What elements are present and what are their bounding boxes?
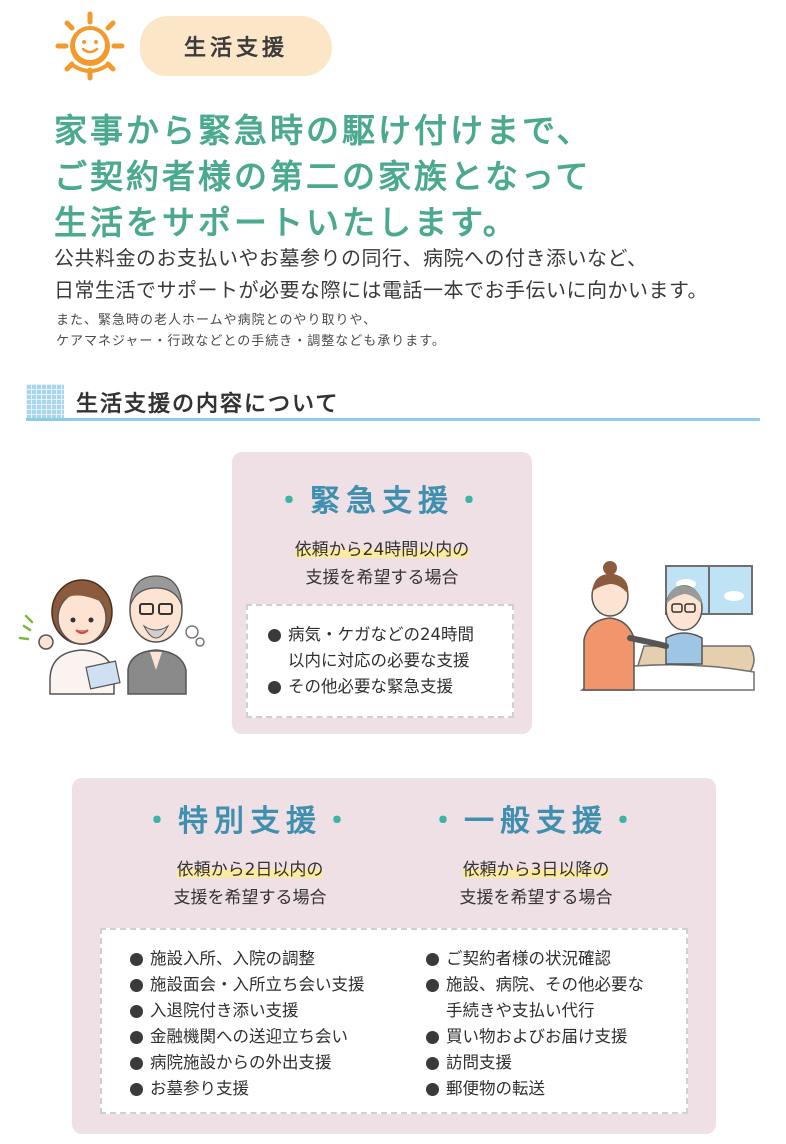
list-item: 訪問支援 [424, 1050, 644, 1076]
headline: 家事から緊急時の駆け付けまで、 ご契約者様の第二の家族となって 生活をサポートい… [54, 111, 593, 242]
general-items: ご契約者様の状況確認 施設、病院、その他必要な手続きや支払い代行 買い物およびお… [424, 946, 644, 1102]
category-badge: 生活支援 [140, 16, 332, 76]
special-general-items-box [100, 928, 688, 1114]
list-item: 病気・ケガなどの24時間以内に対応の必要な支援 [266, 622, 474, 674]
section-marker [26, 384, 64, 420]
elderly-man-illustration [127, 575, 205, 695]
nurse-illustration [18, 579, 121, 695]
list-item: ご契約者様の状況確認 [424, 946, 644, 972]
lead-text: 公共料金のお支払いやお墓参りの同行、病院への付き添いなど、 日常生活でサポートが… [54, 246, 708, 302]
section-divider [26, 418, 760, 421]
special-items: 施設入所、入院の調整 施設面会・入所立ち会い支援 入退院付き添い支援 金融機関へ… [128, 946, 365, 1102]
list-item: 病院施設からの外出支援 [128, 1050, 365, 1076]
list-item: お墓参り支援 [128, 1076, 365, 1102]
note-text: また、緊急時の老人ホームや病院とのやり取りや、 ケアマネジャー・行政などとの手続… [56, 313, 446, 349]
list-item: 金融機関への送迎立ち会い [128, 1024, 365, 1050]
list-item: 入退院付き添い支援 [128, 998, 365, 1024]
special-support-title: ・特別支援・ [142, 804, 358, 839]
list-item: 施設面会・入所立ち会い支援 [128, 972, 365, 998]
caregiver-bed-illustration [579, 561, 755, 691]
general-support-title: ・一般支援・ [428, 804, 644, 839]
list-item: その他必要な緊急支援 [266, 674, 474, 700]
list-item: 郵便物の転送 [424, 1076, 644, 1102]
list-item: 買い物およびお届け支援 [424, 1024, 644, 1050]
section-title: 生活支援の内容について [76, 392, 340, 417]
emergency-items: 病気・ケガなどの24時間以内に対応の必要な支援 その他必要な緊急支援 [266, 622, 474, 700]
special-condition: 依頼から2日以内の 支援を希望する場合 [173, 860, 327, 908]
emergency-support-title: ・緊急支援・ [274, 484, 490, 519]
emergency-condition: 依頼から24時間以内の 支援を希望する場合 [294, 540, 470, 588]
sun-smile-icon [55, 11, 125, 81]
list-item: 施設、病院、その他必要な手続きや支払い代行 [424, 972, 644, 1024]
general-condition: 依頼から3日以降の 支援を希望する場合 [459, 860, 613, 908]
list-item: 施設入所、入院の調整 [128, 946, 365, 972]
nurse-and-elderly-illustration [18, 575, 205, 695]
emergency-items-box [246, 604, 514, 718]
